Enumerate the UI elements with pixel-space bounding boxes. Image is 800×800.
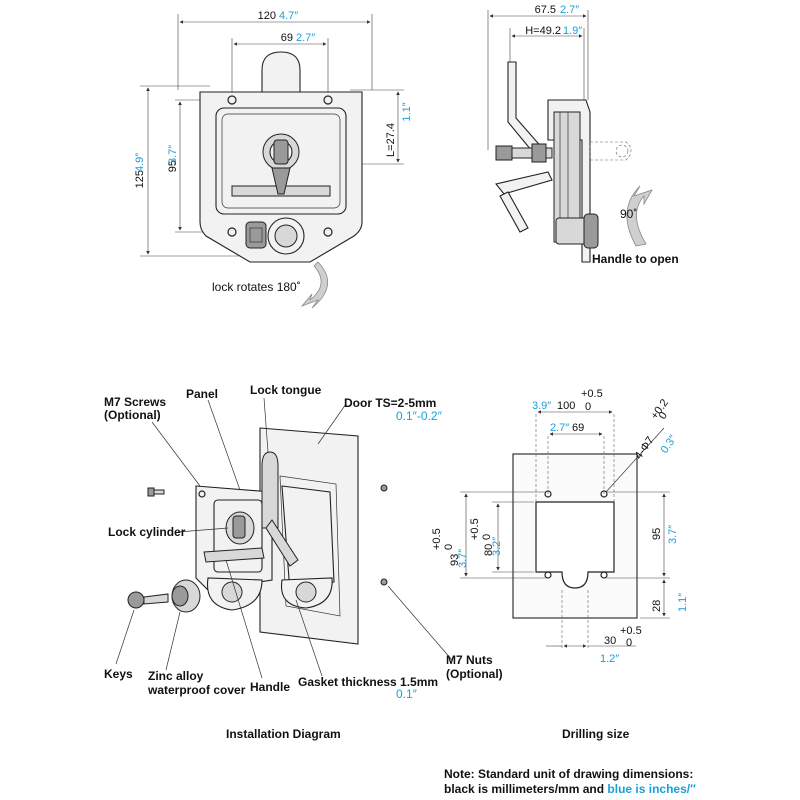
tol-100-plus: +0.5 bbox=[581, 388, 603, 400]
note-line2-in: blue is inches/″ bbox=[607, 782, 696, 796]
label-panel: Panel bbox=[186, 387, 218, 401]
open-position-outline bbox=[589, 141, 632, 161]
dim-80-in: 3.2″ bbox=[491, 537, 503, 556]
dim-100-in: 3.9″ bbox=[532, 400, 551, 412]
tol-100-zero: 0 bbox=[585, 401, 591, 413]
dim-93-mm: 93 bbox=[449, 554, 461, 566]
dim-inner-height-in: 3.7″ bbox=[167, 145, 179, 164]
mount-hole-icon bbox=[323, 227, 333, 237]
drill-hole-icon bbox=[600, 571, 608, 579]
side-view: 67.5 2.7″ H=49.2 1.9″ 90˚ Handle to open bbox=[487, 4, 679, 266]
install-tongue bbox=[261, 451, 279, 529]
dim-hole-in: 0.3″ bbox=[659, 433, 680, 456]
m7-nut-icon bbox=[380, 578, 388, 586]
dim-93-in: 3.7″ bbox=[457, 549, 469, 568]
label-lock-cylinder: Lock cylinder bbox=[108, 525, 186, 539]
dim-95-mm: 95 bbox=[651, 528, 663, 540]
drilling-size-diagram: 3.9″ 100 +0.5 0 2.7″ 69 4-Φ7 +0.2 0 0.3″… bbox=[431, 388, 689, 741]
handle-open-label: Handle to open bbox=[592, 252, 679, 266]
m7-nut-icon bbox=[380, 484, 388, 492]
dim-30-mm: 30 bbox=[604, 635, 616, 647]
dim-69-mm: 69 bbox=[572, 422, 584, 434]
label-gasket-in: 0.1″ bbox=[396, 687, 418, 701]
mount-hole-icon bbox=[227, 227, 237, 237]
lock-tongue bbox=[261, 51, 301, 93]
dim-height-mm: 125 bbox=[134, 170, 146, 188]
label-door: Door TS=2-5mm bbox=[344, 396, 436, 410]
dim-width-in: 4.7″ bbox=[279, 10, 298, 22]
install-handle bbox=[203, 547, 265, 563]
dim-depth-mm: 67.5 bbox=[535, 4, 556, 16]
mount-hole-icon bbox=[227, 95, 237, 105]
label-door-in: 0.1″-0.2″ bbox=[396, 409, 443, 423]
rotate-label: lock rotates 180˚ bbox=[212, 280, 301, 294]
mount-hole-icon bbox=[323, 95, 333, 105]
key-icon bbox=[127, 591, 145, 609]
dim-100-mm: 100 bbox=[557, 400, 575, 412]
dim-holes-in: 2.7″ bbox=[296, 32, 315, 44]
screw-head-icon bbox=[495, 145, 513, 161]
label-lock-tongue: Lock tongue bbox=[250, 383, 322, 397]
caption-drilling: Drilling size bbox=[562, 727, 630, 741]
dim-holes-mm: 69 bbox=[281, 32, 293, 44]
dim-H-in: 1.9″ bbox=[563, 25, 582, 37]
label-handle: Handle bbox=[250, 680, 290, 694]
side-handle bbox=[495, 171, 553, 195]
dim-L-in: 1.1″ bbox=[401, 102, 413, 121]
label-cover-line1: Zinc alloy bbox=[148, 669, 204, 683]
dim-28-in: 1.1″ bbox=[677, 593, 689, 612]
label-cover-line2: waterproof cover bbox=[147, 683, 246, 697]
rotate-arrow-icon bbox=[300, 261, 328, 309]
lever-plate bbox=[507, 61, 545, 157]
front-view: 120 4.7″ 69 2.7″ 125 4.9″ 95 3.7″ L=27.4… bbox=[134, 10, 413, 309]
waterproof-cover bbox=[245, 221, 267, 249]
drill-cutout bbox=[535, 501, 615, 589]
note-line2: black is millimeters/mm and blue is inch… bbox=[444, 782, 696, 796]
drill-hole-icon bbox=[544, 571, 552, 579]
dim-80-mm: 80 bbox=[483, 544, 495, 556]
open-arrow-icon bbox=[626, 185, 653, 247]
angle-label: 90˚ bbox=[620, 207, 637, 221]
dim-95-in: 3.7″ bbox=[667, 525, 679, 544]
dim-hole-spec: 4-Φ7 bbox=[633, 435, 657, 462]
label-m7-nuts: M7 Nuts bbox=[446, 653, 493, 667]
tol-93-zero: 0 bbox=[443, 544, 455, 550]
label-m7-nuts-optional: (Optional) bbox=[446, 667, 503, 681]
dim-69-in: 2.7″ bbox=[550, 422, 569, 434]
label-m7-screws: M7 Screws bbox=[104, 395, 166, 409]
dim-height-in: 4.9″ bbox=[134, 153, 146, 172]
tol-80-plus: +0.5 bbox=[469, 518, 481, 540]
note-line1: Note: Standard unit of drawing dimension… bbox=[444, 767, 693, 781]
tol-30-plus: +0.5 bbox=[620, 625, 642, 637]
units-note: Note: Standard unit of drawing dimension… bbox=[444, 767, 696, 796]
note-line2-mm: black is millimeters/mm and bbox=[444, 782, 607, 796]
label-keys: Keys bbox=[104, 667, 133, 681]
tol-30-zero: 0 bbox=[626, 637, 632, 649]
installation-diagram: M7 Screws (Optional) Panel Lock tongue D… bbox=[104, 383, 503, 741]
label-m7-screws-optional: (Optional) bbox=[104, 408, 161, 422]
tol-hole-zero: 0 bbox=[657, 410, 670, 422]
dim-depth-in: 2.7″ bbox=[560, 4, 579, 16]
dim-width-mm: 120 bbox=[258, 10, 276, 22]
tol-93-plus: +0.5 bbox=[431, 528, 443, 550]
dim-L: L=27.4 bbox=[385, 123, 397, 157]
dim-inner-height-mm: 95 bbox=[167, 160, 179, 172]
dim-28-mm: 28 bbox=[651, 600, 663, 612]
caption-installation: Installation Diagram bbox=[226, 727, 341, 741]
tol-80-zero: 0 bbox=[481, 534, 493, 540]
dim-30-in: 1.2″ bbox=[600, 653, 619, 665]
label-gasket: Gasket thickness 1.5mm bbox=[298, 675, 438, 689]
dim-H: H=49.2 bbox=[525, 25, 561, 37]
m7-screw-icon bbox=[147, 487, 155, 497]
